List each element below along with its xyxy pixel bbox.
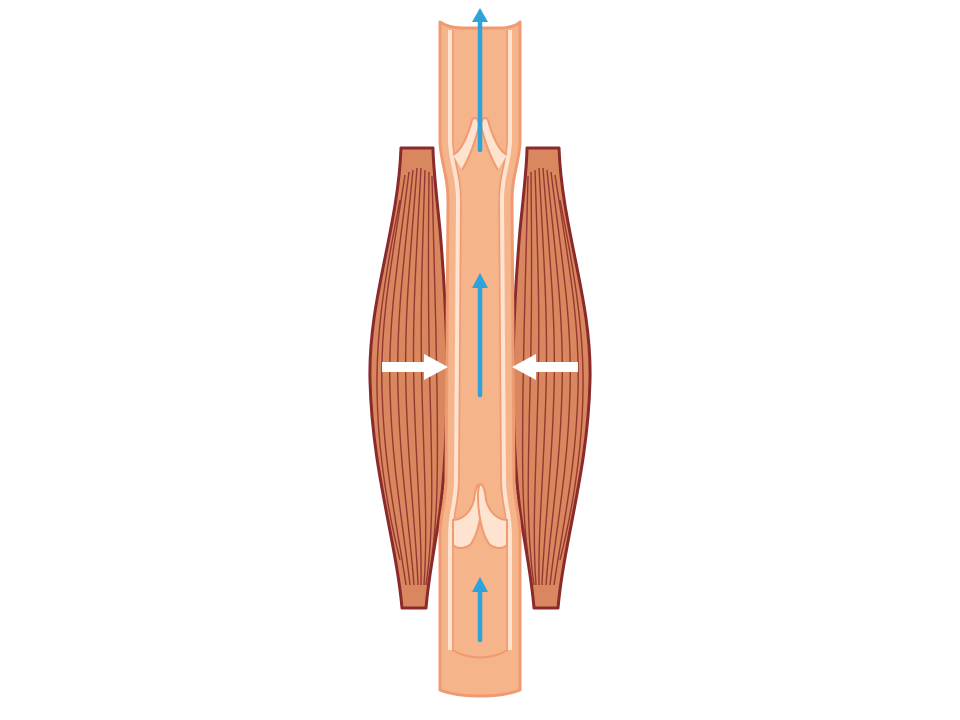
arrow-left-icon [512,354,536,380]
vein-inner-lining [448,30,512,650]
right-muscle-fibers [521,167,584,586]
vein-inner-outline [452,30,508,650]
right-muscle-belly [511,146,592,610]
blood-flow-arrow-top [472,8,488,153]
arrow-up-icon [472,8,488,22]
arrow-right-icon [424,354,448,380]
left-muscle [368,146,449,610]
blood-flow-arrow-middle [472,273,488,398]
arrow-up-icon [472,577,488,592]
compression-arrow-right [512,354,578,380]
arrow-up-icon [472,273,488,288]
vein-bottom-rim [451,649,509,659]
left-muscle-fibers [376,167,439,586]
compression-arrow-left [382,354,448,380]
upper-valve [452,117,508,171]
left-muscle-belly [368,146,449,610]
blood-flow-arrow-bottom [472,577,488,643]
lower-valve [452,483,508,549]
right-muscle [511,146,592,610]
